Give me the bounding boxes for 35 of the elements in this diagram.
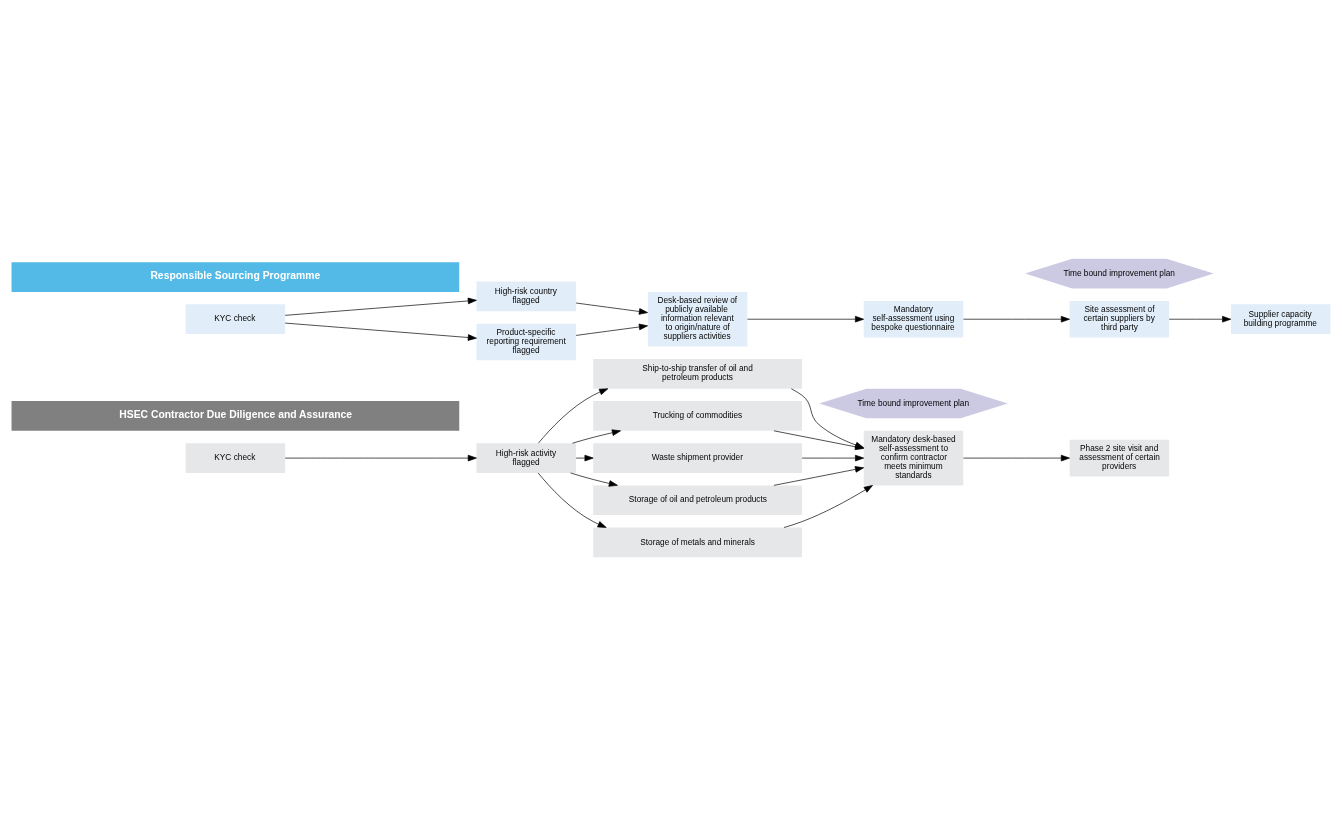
node-box: Responsible Sourcing Programme bbox=[11, 261, 460, 292]
arrow bbox=[537, 472, 607, 528]
arrow bbox=[284, 322, 477, 341]
arrow bbox=[575, 454, 594, 461]
arrow bbox=[1168, 315, 1232, 322]
arrow bbox=[747, 315, 864, 322]
arrow bbox=[773, 465, 864, 486]
arrow bbox=[963, 454, 1070, 461]
node-box: High-risk country flagged bbox=[476, 281, 576, 311]
node-box: Site assessment of certain suppliers by third party bbox=[1069, 300, 1170, 338]
node-box: Supplier capacity building programme bbox=[1230, 303, 1331, 334]
node-box: Storage of metals and minerals bbox=[593, 527, 802, 557]
arrow bbox=[572, 429, 621, 444]
node-box: Phase 2 site visit and assessment of certain providers bbox=[1069, 439, 1170, 476]
arrow bbox=[783, 484, 873, 528]
arrow bbox=[284, 454, 477, 461]
node-box: KYC check bbox=[185, 442, 286, 473]
arrow bbox=[570, 472, 618, 487]
node-box: Ship-to-ship transfer of oil and petroleum products bbox=[593, 358, 802, 389]
arrow bbox=[575, 323, 648, 336]
node-box: KYC check bbox=[185, 303, 286, 334]
node-box: Storage of oil and petroleum products bbox=[593, 484, 802, 515]
node-box: High-risk activity flagged bbox=[476, 442, 576, 473]
node-box: Trucking of commodities bbox=[593, 400, 802, 431]
arrow bbox=[575, 302, 648, 315]
node-box: Product-specific reporting requirement flagged bbox=[476, 323, 576, 360]
arrow bbox=[284, 297, 477, 316]
node-box: Mandatory self-assessment using bespoke questionnaire bbox=[863, 300, 964, 338]
arrow bbox=[801, 454, 865, 461]
node-box: Waste shipment provider bbox=[593, 442, 802, 473]
node-box: Desk-based review of publicly available information relevant to origin/nature of suppliers activities bbox=[647, 291, 748, 346]
node-box: HSEC Contractor Due Diligence and Assurance bbox=[11, 400, 460, 431]
node-box: Mandatory desk-based self-assessment to confirm contractor meets minimum standards bbox=[863, 430, 964, 485]
arrow bbox=[538, 387, 609, 443]
arrow bbox=[963, 315, 1070, 322]
